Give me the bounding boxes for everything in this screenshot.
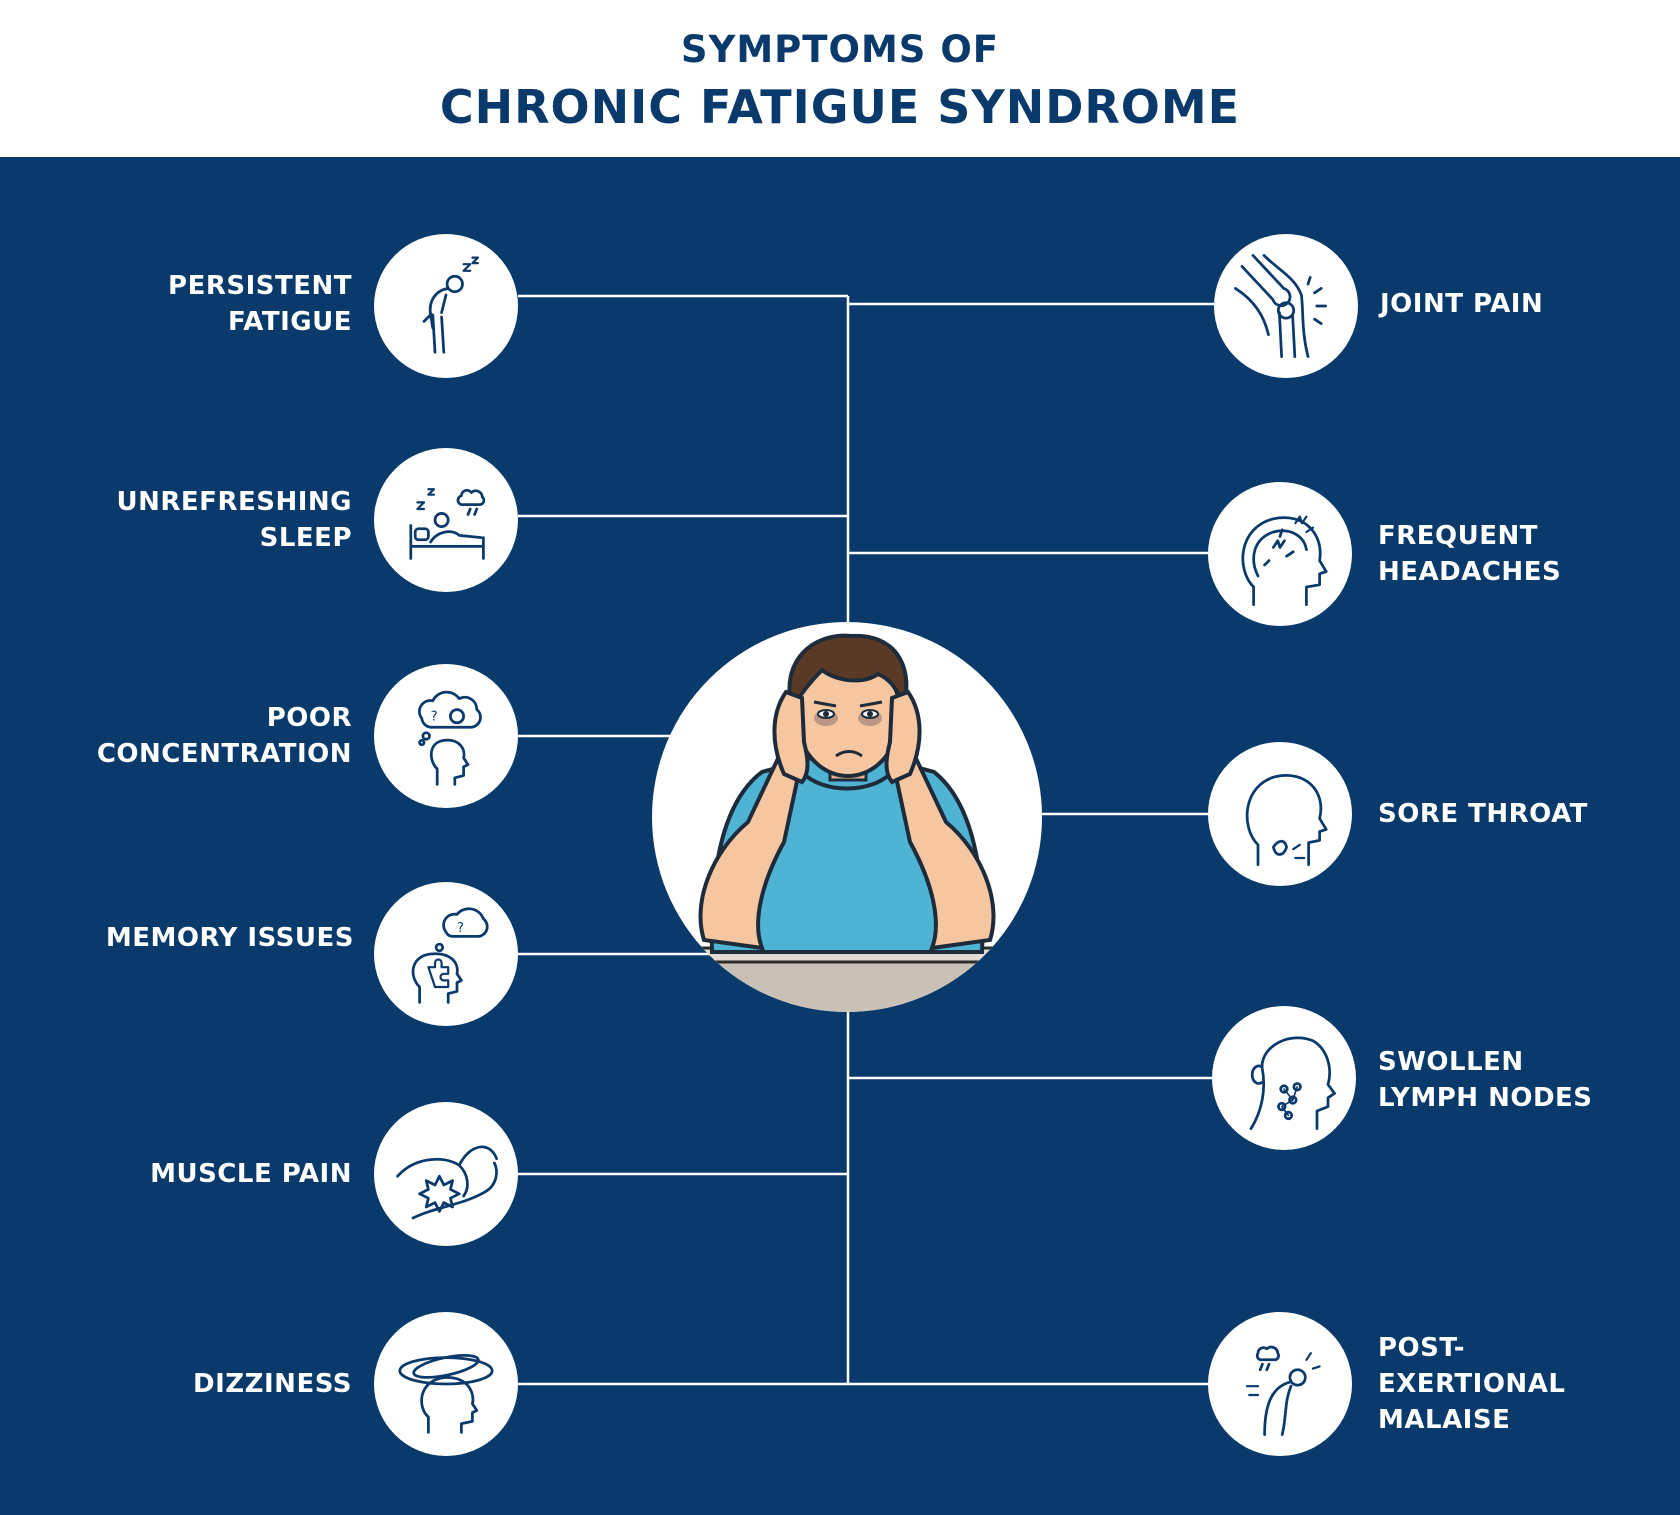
label-line: POST- bbox=[1378, 1333, 1466, 1363]
label-sore-throat: SORE THROAT bbox=[1378, 796, 1668, 832]
label-line: FREQUENT bbox=[1378, 521, 1539, 551]
label-memory-issues: MEMORY ISSUES bbox=[14, 920, 354, 956]
label-line: SORE THROAT bbox=[1378, 799, 1588, 829]
label-line: HEADACHES bbox=[1378, 557, 1562, 587]
label-line: POOR bbox=[266, 703, 352, 733]
label-joint-pain: JOINT PAIN bbox=[1380, 286, 1670, 322]
label-line: JOINT PAIN bbox=[1380, 289, 1544, 319]
confused-head-icon: ? bbox=[374, 664, 518, 808]
label-line: MALAISE bbox=[1378, 1405, 1511, 1435]
label-unrefreshing-sleep: UNREFRESHING SLEEP bbox=[12, 484, 352, 556]
lymph-nodes-icon bbox=[1212, 1006, 1356, 1150]
label-line: LYMPH NODES bbox=[1378, 1083, 1593, 1113]
puzzle-head-icon: ? bbox=[374, 882, 518, 1026]
header: SYMPTOMS OF CHRONIC FATIGUE SYNDROME bbox=[0, 0, 1680, 157]
slumped-person-icon bbox=[374, 234, 518, 378]
label-line: PERSISTENT bbox=[168, 271, 352, 301]
label-frequent-headaches: FREQUENT HEADACHES bbox=[1378, 518, 1668, 590]
bed-sleep-icon bbox=[374, 448, 518, 592]
center-illustration bbox=[652, 622, 1042, 1012]
headache-icon bbox=[1208, 482, 1352, 626]
label-line: FATIGUE bbox=[227, 307, 352, 337]
svg-text:?: ? bbox=[431, 710, 438, 725]
label-swollen-lymph-nodes: SWOLLEN LYMPH NODES bbox=[1378, 1044, 1668, 1116]
label-line: EXERTIONAL bbox=[1378, 1369, 1566, 1399]
throat-icon bbox=[1208, 742, 1352, 886]
label-persistent-fatigue: PERSISTENT FATIGUE bbox=[12, 268, 352, 340]
label-poor-concentration: POOR CONCENTRATION bbox=[12, 700, 352, 772]
label-muscle-pain: MUSCLE PAIN bbox=[12, 1156, 352, 1192]
label-line: MUSCLE PAIN bbox=[150, 1159, 352, 1189]
dizzy-head-icon bbox=[374, 1312, 518, 1456]
label-line: UNREFRESHING bbox=[116, 487, 352, 517]
label-line: DIZZINESS bbox=[193, 1369, 352, 1399]
exhausted-person-icon bbox=[1208, 1312, 1352, 1456]
label-dizziness: DIZZINESS bbox=[12, 1366, 352, 1402]
label-line: SLEEP bbox=[259, 523, 352, 553]
label-line: SWOLLEN bbox=[1378, 1047, 1524, 1077]
title-line-1: SYMPTOMS OF bbox=[680, 28, 1000, 71]
label-line: CONCENTRATION bbox=[96, 739, 352, 769]
label-post-exertional-malaise: POST- EXERTIONAL MALAISE bbox=[1378, 1330, 1668, 1438]
muscle-pain-icon bbox=[374, 1102, 518, 1246]
tired-man-icon bbox=[652, 633, 1042, 1012]
svg-text:?: ? bbox=[457, 921, 464, 936]
knee-joint-icon bbox=[1214, 234, 1358, 378]
title-line-2: CHRONIC FATIGUE SYNDROME bbox=[439, 80, 1241, 134]
label-line: MEMORY ISSUES bbox=[105, 923, 354, 953]
